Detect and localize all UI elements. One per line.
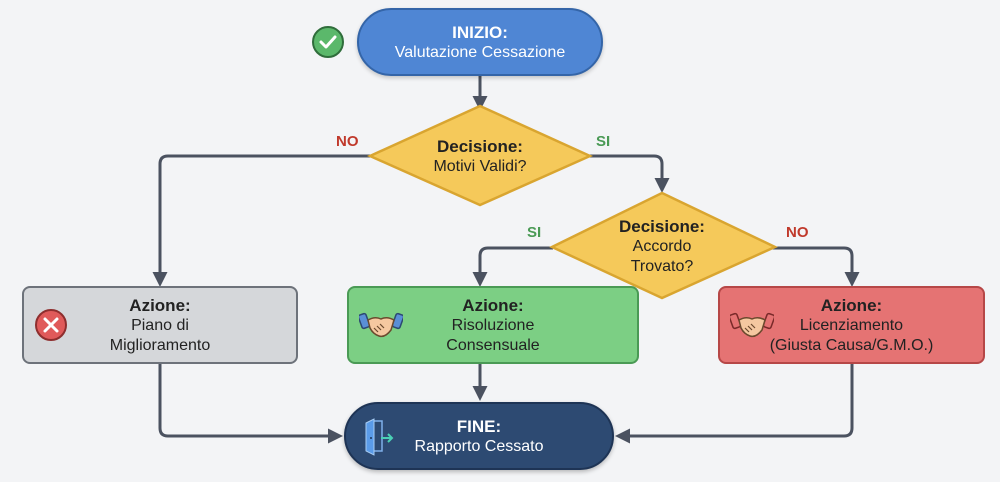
start-text: Valutazione Cessazione (394, 43, 566, 61)
improvement-text-line1: Piano di (131, 316, 189, 334)
check-circle-icon (311, 25, 345, 59)
action-dismissal-node: Azione: Licenziamento (Giusta Causa/G.M.… (718, 286, 985, 364)
decision2-label: Decisione: Accordo Trovato? (582, 216, 742, 277)
dismissal-text-line2: (Giusta Causa/G.M.O.) (769, 336, 934, 354)
decision1-label: Decisione: Motivi Validi? (400, 136, 560, 177)
end-node: FINE: Rapporto Cessato (344, 402, 614, 470)
edge-decision2-no (772, 246, 860, 287)
edge-label-d1-yes: SI (596, 133, 611, 150)
action-improvement-node: Azione: Piano di Miglioramento (22, 286, 298, 364)
consensual-text-line1: Risoluzione (451, 316, 535, 334)
handshake-icon (728, 308, 776, 342)
decision2-text-line2: Trovato? (630, 258, 694, 275)
edge-label-d2-no: NO (786, 224, 809, 241)
decision1-diamond (366, 104, 594, 207)
end-text: Rapporto Cessato (414, 437, 544, 455)
edge-dismissal-to-end (615, 364, 854, 444)
edge-label-d2-yes: SI (527, 224, 542, 241)
handshake-icon (357, 308, 405, 342)
decision2-title: Decisione: (619, 217, 705, 236)
x-circle-icon (34, 308, 68, 342)
edge-decision1-yes (588, 154, 670, 193)
dismissal-text-line1: Licenziamento (799, 316, 904, 334)
decision1-title: Decisione: (437, 137, 523, 156)
consensual-title: Azione: (462, 295, 524, 315)
edge-decision1-no (152, 154, 372, 287)
decision2-text-line1: Accordo (632, 238, 692, 255)
end-title: FINE: (456, 416, 502, 436)
edge-decision2-yes (472, 246, 553, 287)
dismissal-title: Azione: (820, 295, 883, 315)
exit-door-icon (362, 417, 398, 457)
decision2-diamond (549, 191, 778, 300)
consensual-text-line2: Consensuale (446, 336, 540, 354)
action-consensual-node: Azione: Risoluzione Consensuale (347, 286, 639, 364)
decision1-text: Motivi Validi? (433, 158, 527, 175)
edge-label-d1-no: NO (336, 133, 359, 150)
improvement-title: Azione: (129, 295, 191, 315)
start-node: INIZIO: Valutazione Cessazione (357, 8, 603, 76)
start-title: INIZIO: (452, 22, 508, 42)
edge-improvement-to-end (158, 364, 343, 444)
improvement-text-line2: Miglioramento (109, 336, 211, 354)
